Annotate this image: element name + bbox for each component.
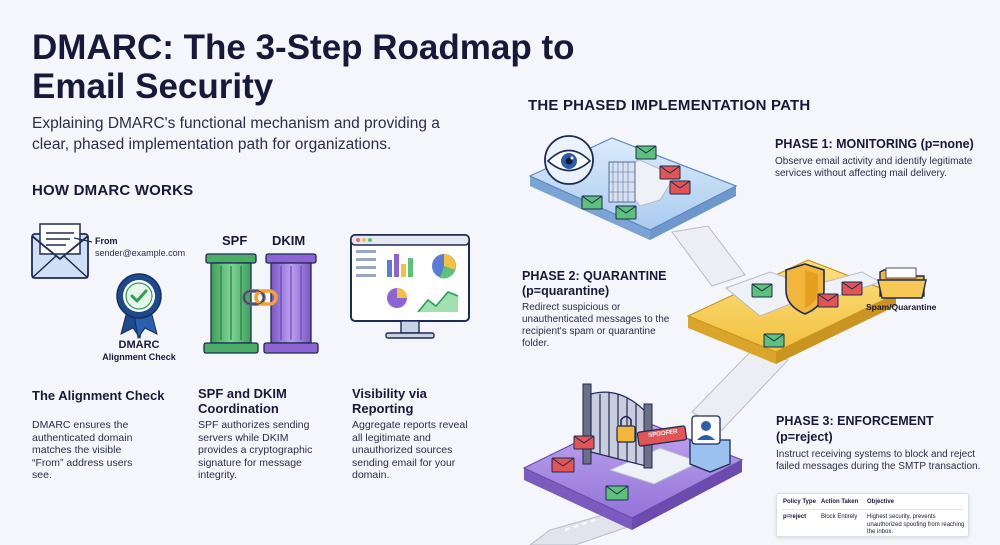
column-desc-spf-dkim: SPF authorizes sending servers while DKI… xyxy=(198,419,313,481)
spam-quarantine-label: Spam/Quarantine xyxy=(866,302,937,312)
column-title-spf-dkim: SPF and DKIM Coordination xyxy=(198,386,287,416)
phase1-desc: Observe email activity and identify legi… xyxy=(775,156,973,179)
column-desc-alignment: DMARC ensures the authenticated domain m… xyxy=(32,419,133,481)
phase2-desc: Redirect suspicious or unauthenticated m… xyxy=(522,302,670,349)
envelope-icon xyxy=(751,283,773,298)
phase1-title: PHASE 1: MONITORING (p=none) xyxy=(775,137,974,151)
envelope-icon xyxy=(551,457,575,473)
table-cell-objective: Highest security, prevents unauthorized … xyxy=(867,514,965,535)
envelope-icon xyxy=(615,205,637,220)
user-shield-icon xyxy=(689,415,731,473)
envelope-icon xyxy=(841,281,863,296)
spoofer-sign-icon xyxy=(636,425,688,447)
column-title-alignment: The Alignment Check xyxy=(32,388,165,403)
email-from-address: sender@example.com xyxy=(95,248,186,258)
table-cell-policy: p=reject xyxy=(783,514,807,520)
path-heading: THE PHASED IMPLEMENTATION PATH xyxy=(528,97,811,114)
policy-table: Policy Type Action Taken Objective p=rej… xyxy=(776,493,969,537)
column-title-reporting: Visibility via Reporting xyxy=(352,386,427,416)
phase3-policy: (p=reject) xyxy=(776,430,833,444)
dmarc-badge-icon xyxy=(116,273,162,340)
dkim-label: DKIM xyxy=(272,233,306,248)
phase3-desc: Instruct receiving systems to block and … xyxy=(776,449,981,472)
envelope-icon xyxy=(581,195,603,210)
badge-label-dmarc: DMARC xyxy=(118,339,160,351)
table-header-objective: Objective xyxy=(867,499,895,505)
envelope-icon xyxy=(573,435,595,450)
phase2-policy: (p=quarantine) xyxy=(522,284,610,298)
how-works-heading: HOW DMARC WORKS xyxy=(32,182,194,199)
envelope-icon xyxy=(635,145,657,160)
spf-label: SPF xyxy=(222,233,248,248)
envelope-icon xyxy=(659,165,681,180)
email-from-label: From xyxy=(95,236,118,246)
table-cell-action: Block Entirely xyxy=(821,514,858,520)
monitor-reports-icon xyxy=(350,234,470,339)
page-subtitle: Explaining DMARC's functional mechanism … xyxy=(32,115,440,153)
phase3-title: PHASE 3: ENFORCEMENT xyxy=(776,414,934,428)
table-header-action: Action Taken xyxy=(821,499,859,505)
road-segment xyxy=(671,225,746,287)
chain-link-icon xyxy=(242,289,278,306)
table-header-policy: Policy Type xyxy=(783,499,816,505)
page-title: DMARC: The 3-Step Roadmap to Email Secur… xyxy=(32,28,575,106)
badge-label-alignment: Alignment Check xyxy=(102,352,176,362)
envelope-icon xyxy=(817,293,839,308)
gate-icon xyxy=(582,383,653,469)
column-desc-reporting: Aggregate reports reveal all legitimate … xyxy=(352,419,468,481)
envelope-icon xyxy=(605,485,629,501)
phase2-title: PHASE 2: QUARANTINE xyxy=(522,269,667,283)
envelope-icon xyxy=(763,333,785,348)
envelope-icon xyxy=(669,180,691,195)
spam-folder-icon xyxy=(877,267,927,299)
eye-icon xyxy=(544,135,594,185)
filter-grid-icon xyxy=(608,161,636,203)
email-envelope-icon xyxy=(31,223,93,279)
dkim-pillar-icon xyxy=(263,253,319,354)
spf-pillar-icon xyxy=(203,253,259,354)
